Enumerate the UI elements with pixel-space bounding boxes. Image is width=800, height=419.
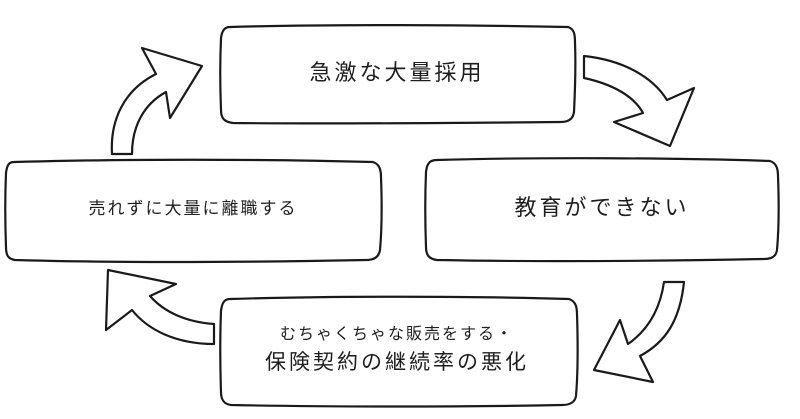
arrow-right-to-bottom bbox=[592, 280, 686, 384]
node-text-left: 売れずに大量に離職する bbox=[88, 198, 298, 219]
arrow-top-to-right bbox=[582, 54, 696, 148]
node-box-bottom bbox=[219, 295, 579, 408]
arrow-bottom-to-left bbox=[104, 268, 216, 346]
node-text-right: 教育ができない bbox=[514, 195, 690, 221]
node-box-right bbox=[424, 157, 780, 263]
arrow-left-to-top bbox=[110, 46, 204, 156]
node-text-bottom-line-2: 保険契約の継続率の悪化 bbox=[265, 349, 529, 374]
node-text-bottom-line-1: むちゃくちゃな販売をする・ bbox=[279, 323, 514, 343]
node-box-top bbox=[219, 24, 577, 125]
node-text-top: 急激な大量採用 bbox=[309, 60, 485, 86]
node-text-bottom: むちゃくちゃな販売をする・ 保険契約の継続率の悪化 bbox=[222, 298, 572, 402]
node-box-left bbox=[4, 158, 383, 263]
